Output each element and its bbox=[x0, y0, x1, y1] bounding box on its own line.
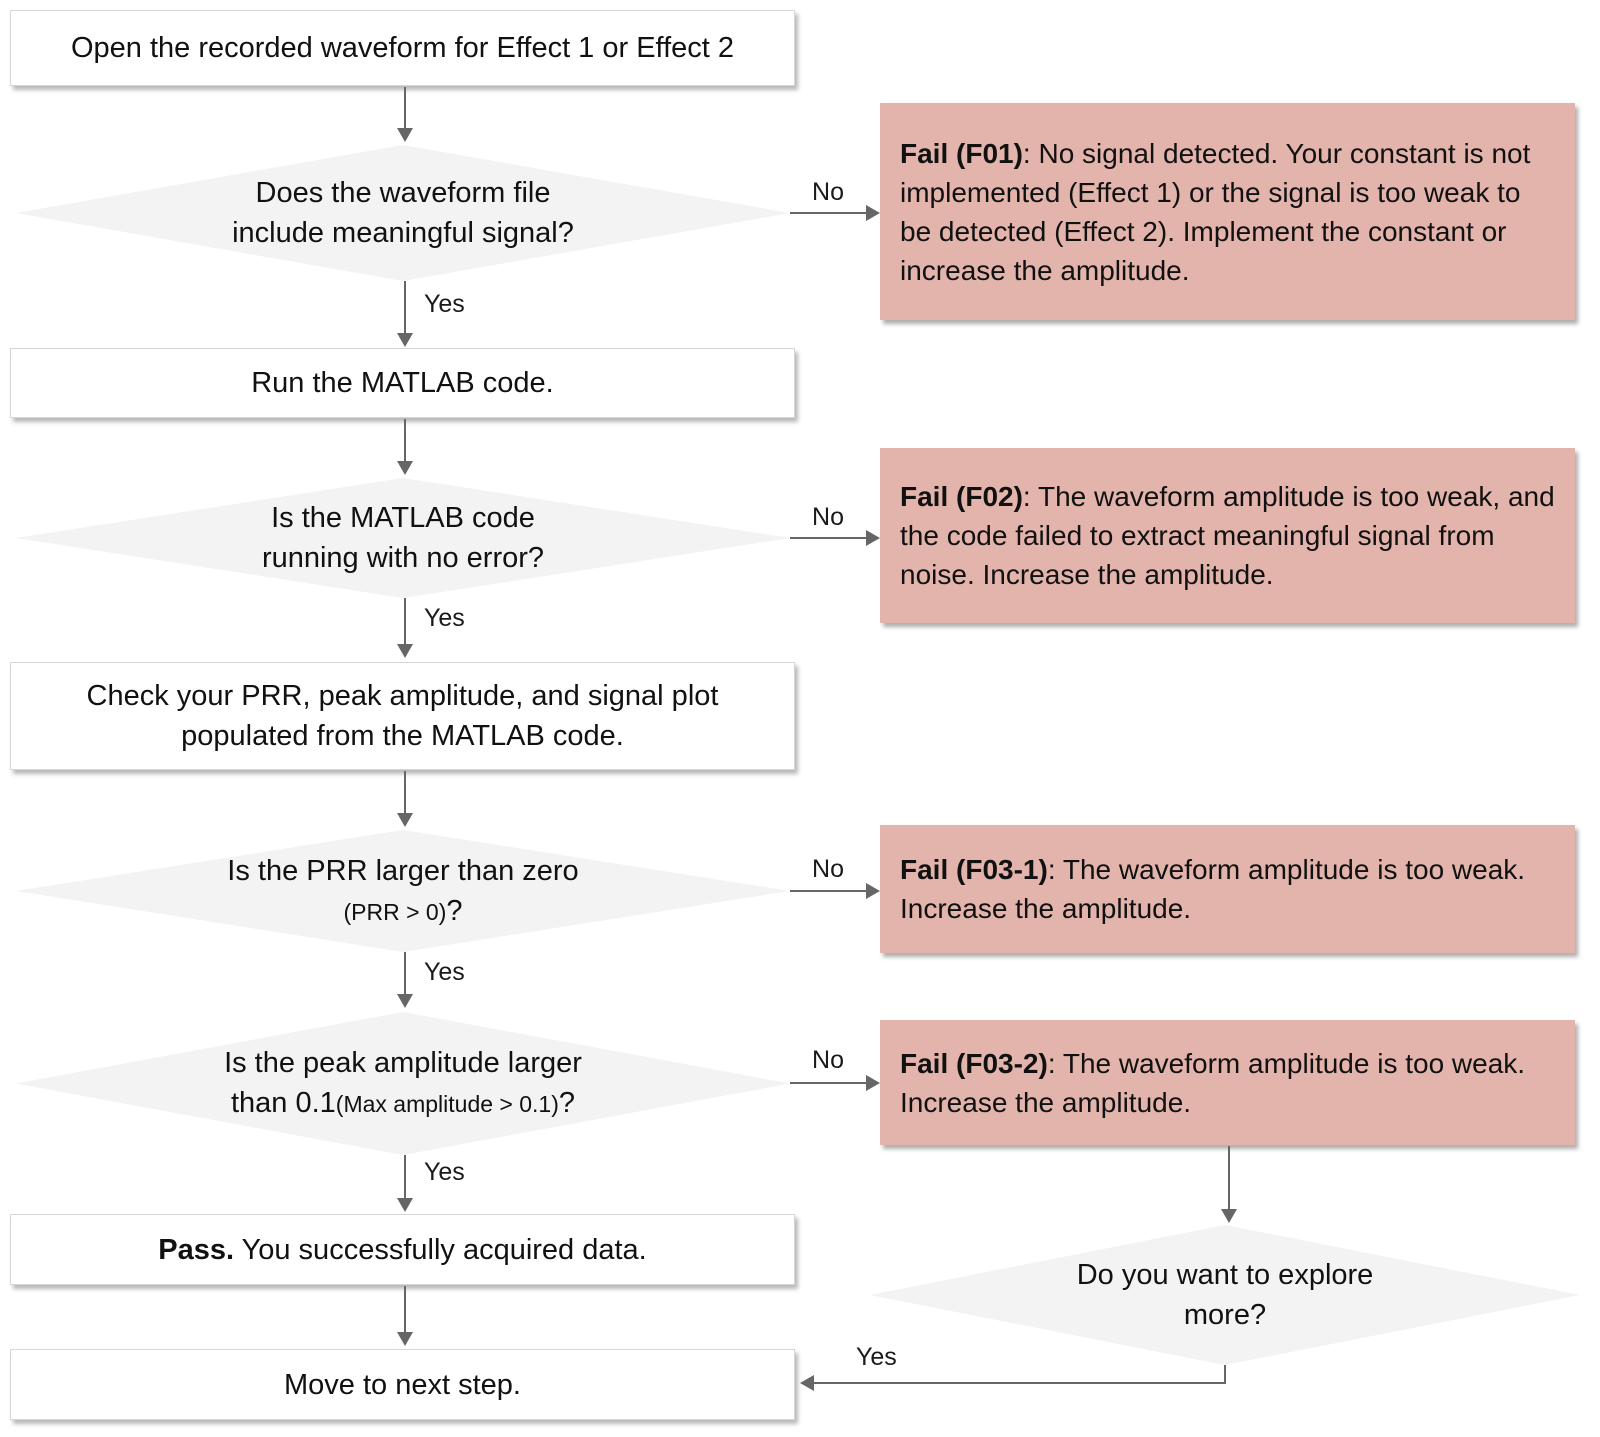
pass-message: You successfully acquired data. bbox=[234, 1233, 647, 1266]
decision-code-no-error-line2: running with no error? bbox=[261, 542, 545, 574]
node-run-matlab: Run the MATLAB code. bbox=[10, 348, 795, 418]
decision-explore-more-line1: Do you want to explore bbox=[1076, 1259, 1374, 1291]
decision-prr-question-mark: ? bbox=[446, 894, 463, 927]
node-move-next-step-label: Move to next step. bbox=[284, 1368, 521, 1401]
arrowhead-d4-to-pass bbox=[397, 1198, 413, 1212]
arrowhead-pass-to-move bbox=[397, 1332, 413, 1346]
decision-meaningful-signal-line1: Does the waveform file bbox=[255, 177, 551, 209]
fail-f03-1-message: : The waveform amplitude is too weak. In… bbox=[900, 854, 1526, 924]
arrowhead-d5-to-move bbox=[800, 1375, 814, 1391]
connector-open-to-d1 bbox=[404, 87, 406, 128]
arrowhead-d3-to-d4 bbox=[397, 994, 413, 1008]
pass-word: Pass. bbox=[158, 1233, 235, 1266]
decision-prr-positive-line2: (PRR > 0)? bbox=[343, 891, 462, 932]
fail-f01-code: Fail (F01) bbox=[900, 137, 1023, 169]
connector-run-to-d2 bbox=[404, 419, 406, 461]
decision-meaningful-signal: Does the waveform file include meaningfu… bbox=[16, 145, 790, 281]
node-fail-f01: Fail (F01): No signal detected. Your con… bbox=[880, 103, 1575, 320]
connector-d1-to-fail01 bbox=[790, 212, 866, 214]
arrowhead-d2-to-fail02 bbox=[866, 530, 880, 546]
fail-f01-message: : No signal detected. Your constant is n… bbox=[900, 137, 1531, 286]
connector-d2-to-check bbox=[404, 598, 406, 644]
connector-d5-elbow-horizontal bbox=[814, 1382, 1226, 1384]
decision-code-no-error-line1: Is the MATLAB code bbox=[271, 502, 535, 534]
node-fail-f03-1: Fail (F03-1): The waveform amplitude is … bbox=[880, 825, 1575, 953]
connector-d5-elbow-vertical bbox=[1224, 1365, 1226, 1384]
label-yes-2: Yes bbox=[424, 604, 465, 632]
decision-explore-more: Do you want to explore more? bbox=[870, 1225, 1580, 1365]
connector-d3-to-fail031 bbox=[790, 890, 866, 892]
label-yes-4: Yes bbox=[424, 1158, 465, 1186]
fail-f03-2-code: Fail (F03-2) bbox=[900, 1047, 1048, 1079]
connector-d4-to-pass bbox=[404, 1155, 406, 1198]
node-fail-f01-text: Fail (F01): No signal detected. Your con… bbox=[900, 134, 1555, 290]
node-fail-f03-2: Fail (F03-2): The waveform amplitude is … bbox=[880, 1020, 1575, 1145]
decision-peak-amplitude-line2: than 0.1(Max amplitude > 0.1)? bbox=[231, 1083, 575, 1124]
arrowhead-d3-to-fail031 bbox=[866, 883, 880, 899]
node-fail-f02: Fail (F02): The waveform amplitude is to… bbox=[880, 448, 1575, 623]
decision-prr-condition: (PRR > 0) bbox=[343, 898, 447, 925]
arrowhead-run-to-d2 bbox=[397, 461, 413, 475]
node-check-outputs-line2: populated from the MATLAB code. bbox=[181, 720, 624, 752]
arrowhead-d4-to-fail032 bbox=[866, 1075, 880, 1091]
connector-pass-to-move bbox=[404, 1286, 406, 1332]
node-move-next-step: Move to next step. bbox=[10, 1349, 795, 1420]
arrowhead-d2-to-check bbox=[397, 644, 413, 658]
connector-d3-to-d4 bbox=[404, 952, 406, 994]
connector-d1-to-run bbox=[404, 281, 406, 333]
label-yes-3: Yes bbox=[424, 958, 465, 986]
decision-peak-amplitude-line1: Is the peak amplitude larger bbox=[224, 1047, 582, 1079]
fail-f03-1-code: Fail (F03-1) bbox=[900, 854, 1048, 885]
decision-peak-amplitude: Is the peak amplitude larger than 0.1(Ma… bbox=[16, 1012, 790, 1155]
label-no-1: No bbox=[812, 178, 844, 206]
node-check-outputs-line1: Check your PRR, peak amplitude, and sign… bbox=[86, 680, 719, 712]
connector-check-to-d3 bbox=[404, 771, 406, 813]
node-run-matlab-label: Run the MATLAB code. bbox=[251, 367, 554, 399]
decision-prr-positive-line1: Is the PRR larger than zero bbox=[227, 854, 579, 887]
node-pass: Pass. You successfully acquired data. bbox=[10, 1214, 795, 1285]
connector-fail032-to-d5 bbox=[1228, 1146, 1230, 1209]
fail-f02-code: Fail (F02) bbox=[900, 481, 1023, 512]
label-yes-5: Yes bbox=[856, 1343, 897, 1371]
arrowhead-check-to-d3 bbox=[397, 813, 413, 827]
fail-f03-2-message: : The waveform amplitude is too weak. In… bbox=[900, 1047, 1526, 1118]
label-no-2: No bbox=[812, 503, 844, 531]
label-no-3: No bbox=[812, 855, 844, 883]
decision-peak-threshold: than 0.1 bbox=[230, 1087, 336, 1119]
node-fail-f02-text: Fail (F02): The waveform amplitude is to… bbox=[900, 477, 1555, 594]
arrowhead-open-to-d1 bbox=[397, 128, 413, 142]
label-no-4: No bbox=[812, 1046, 844, 1074]
fail-f02-message: : The waveform amplitude is too weak, an… bbox=[900, 481, 1555, 590]
decision-peak-question-mark: ? bbox=[558, 1087, 576, 1119]
decision-explore-more-line2: more? bbox=[1183, 1299, 1267, 1331]
node-open-waveform-label: Open the recorded waveform for Effect 1 … bbox=[70, 32, 735, 64]
node-check-outputs: Check your PRR, peak amplitude, and sign… bbox=[10, 662, 795, 770]
connector-d4-to-fail032 bbox=[790, 1082, 866, 1084]
decision-code-no-error: Is the MATLAB code running with no error… bbox=[16, 478, 790, 598]
node-fail-f03-1-text: Fail (F03-1): The waveform amplitude is … bbox=[900, 850, 1555, 928]
node-pass-label: Pass. You successfully acquired data. bbox=[158, 1230, 647, 1270]
connector-d2-to-fail02 bbox=[790, 537, 866, 539]
node-open-waveform: Open the recorded waveform for Effect 1 … bbox=[10, 10, 795, 86]
decision-meaningful-signal-line2: include meaningful signal? bbox=[232, 217, 574, 249]
arrowhead-fail032-to-d5 bbox=[1221, 1209, 1237, 1223]
arrowhead-d1-to-fail01 bbox=[866, 205, 880, 221]
decision-prr-positive: Is the PRR larger than zero (PRR > 0)? bbox=[16, 830, 790, 952]
label-yes-1: Yes bbox=[424, 290, 465, 318]
node-fail-f03-2-text: Fail (F03-2): The waveform amplitude is … bbox=[900, 1044, 1555, 1122]
decision-peak-condition: (Max amplitude > 0.1) bbox=[335, 1091, 559, 1117]
arrowhead-d1-to-run bbox=[397, 333, 413, 347]
